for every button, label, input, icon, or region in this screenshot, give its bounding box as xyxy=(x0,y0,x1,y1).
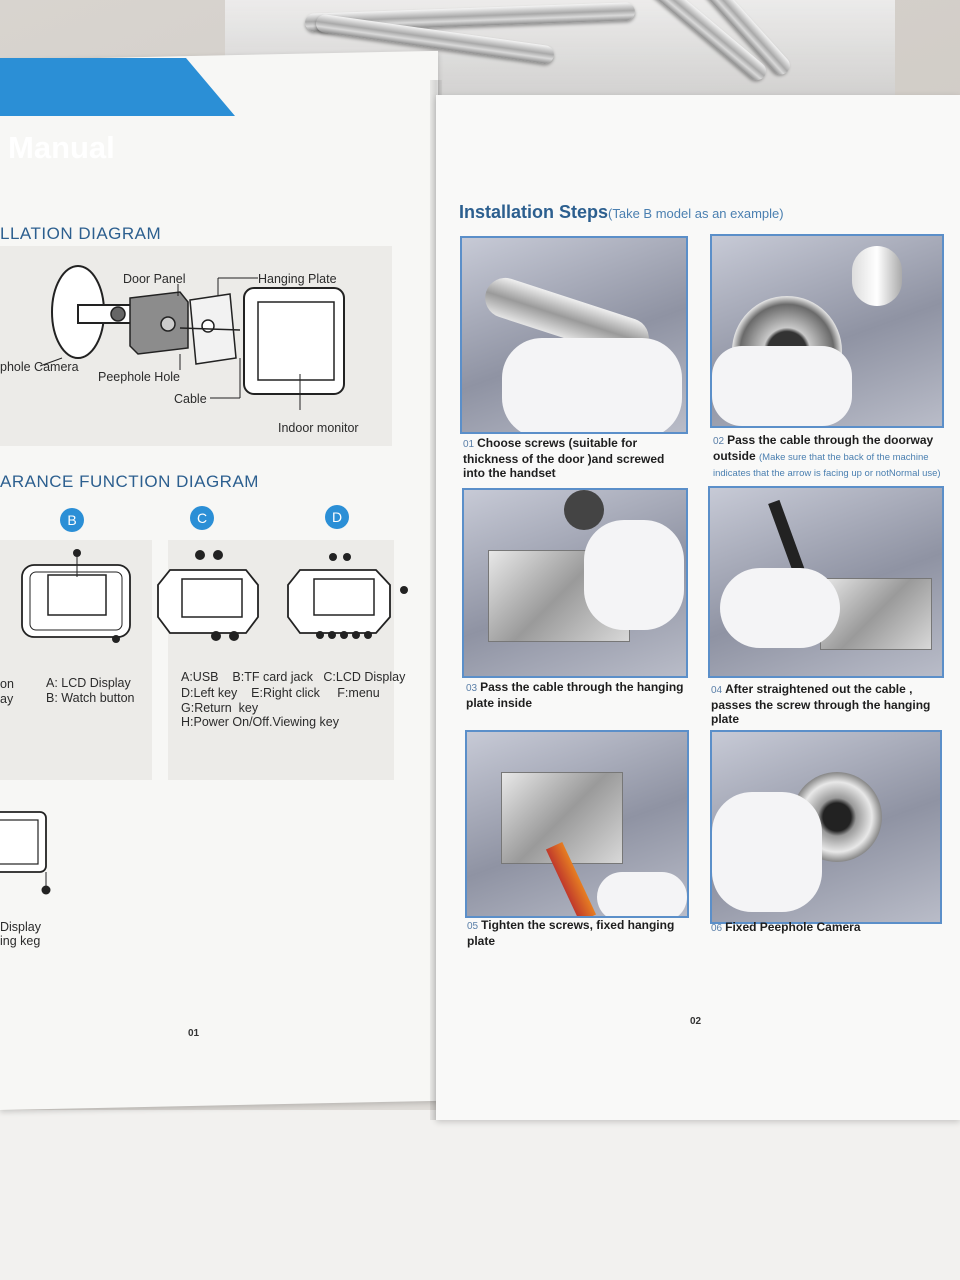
step-02-photo xyxy=(710,234,944,428)
model-c-label-line-4: H:Power On/Off.Viewing key xyxy=(181,715,339,729)
step-01-photo xyxy=(460,236,688,434)
label-door-panel: Door Panel xyxy=(123,272,186,286)
label-indoor-monitor: Indoor monitor xyxy=(278,421,359,435)
bottom-label-line-2: ing keg xyxy=(0,934,41,948)
appearance-diagram-title: ARANCE FUNCTION DIAGRAM xyxy=(0,472,259,491)
step-01-text: Choose screws (suitable for thickness of… xyxy=(463,436,665,480)
installation-diagram-title: LLATION DIAGRAM xyxy=(0,224,162,243)
step-04-text: After straightened out the cable , passe… xyxy=(711,682,931,726)
step-05-text: Tighten the screws, fixed hanging plate xyxy=(467,918,675,948)
step-01-number: 01 xyxy=(463,439,475,450)
left-page-number: 01 xyxy=(188,1028,200,1039)
step-04-photo xyxy=(708,486,944,678)
label-cable: Cable xyxy=(174,392,207,406)
step-06-text: Fixed Peephole Camera xyxy=(725,920,861,934)
step-02-text: Pass the cable through the doorway outsi… xyxy=(713,433,934,463)
model-b-label-b: B: Watch button xyxy=(46,691,135,705)
step-02-note: (Make sure that the back of the machine … xyxy=(713,452,941,479)
table-surface xyxy=(0,1110,960,1280)
step-02-number: 02 xyxy=(713,436,725,447)
model-c-label-line-2: D:Left key E:Right click F:menu xyxy=(181,686,380,700)
step-05-number: 05 xyxy=(467,921,479,932)
model-c-label-line-3: G:Return key xyxy=(181,701,259,715)
installation-steps-heading: Installation Steps xyxy=(459,202,609,222)
model-b-label-a: A: LCD Display xyxy=(46,676,131,690)
installation-diagram xyxy=(39,265,345,410)
bottom-label-line-1: Display xyxy=(0,920,41,934)
step-03-text: Pass the cable through the hanging plate… xyxy=(466,680,684,710)
label-peephole-camera: phole Camera xyxy=(0,360,79,374)
partial-monitor-diagram xyxy=(0,811,51,895)
label-peephole-hole: Peephole Hole xyxy=(98,370,181,384)
step-03-number: 03 xyxy=(466,683,478,694)
model-c-badge: C xyxy=(190,506,214,530)
right-page-number: 02 xyxy=(690,1016,702,1027)
step-04-number: 04 xyxy=(711,685,723,696)
installation-steps-title: Installation Steps(Take B model as an ex… xyxy=(459,202,784,223)
step-05-photo xyxy=(465,730,689,918)
model-d-badge: D xyxy=(325,505,349,529)
model-c-label-line-1: A:USB B:TF card jack C:LCD Display xyxy=(181,670,406,684)
installation-steps-note: (Take B model as an example) xyxy=(608,206,784,221)
step-06-number: 06 xyxy=(711,923,723,934)
manual-header: Manual xyxy=(8,130,115,165)
step-06-photo xyxy=(710,730,942,924)
cut-label: ay xyxy=(0,692,14,706)
cut-label: on xyxy=(0,677,14,691)
model-b-badge: B xyxy=(60,508,84,532)
step-03-photo xyxy=(462,488,688,678)
label-hanging-plate: Hanging Plate xyxy=(258,272,337,286)
appearance-diagram xyxy=(21,549,408,643)
